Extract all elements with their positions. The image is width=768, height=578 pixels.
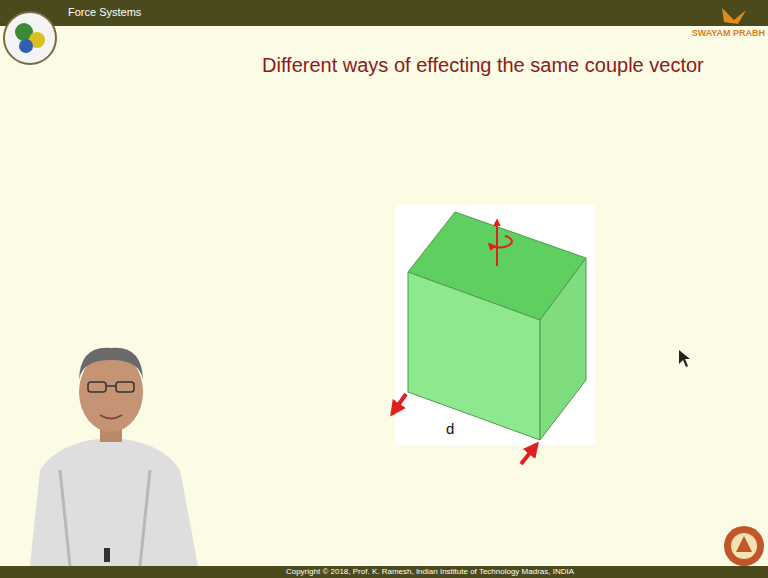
footer-bar — [0, 566, 768, 578]
force-arrows — [392, 394, 537, 464]
logo-text: SWAYAM PRABH — [692, 28, 765, 38]
dimension-label: d — [446, 420, 454, 437]
header-bar — [0, 0, 768, 26]
copyright-footer: Copyright © 2018, Prof. K. Ramesh, India… — [286, 567, 574, 576]
institute-seal — [724, 526, 764, 566]
presenter — [30, 348, 198, 566]
swayam-logo — [722, 8, 746, 24]
course-logo — [4, 12, 56, 64]
green-block — [408, 212, 586, 440]
mouse-cursor — [679, 350, 690, 367]
figure-panel — [395, 205, 595, 445]
section-label: Force Systems — [68, 6, 141, 18]
slide-title: Different ways of effecting the same cou… — [262, 54, 704, 77]
couple-vector — [489, 220, 512, 266]
